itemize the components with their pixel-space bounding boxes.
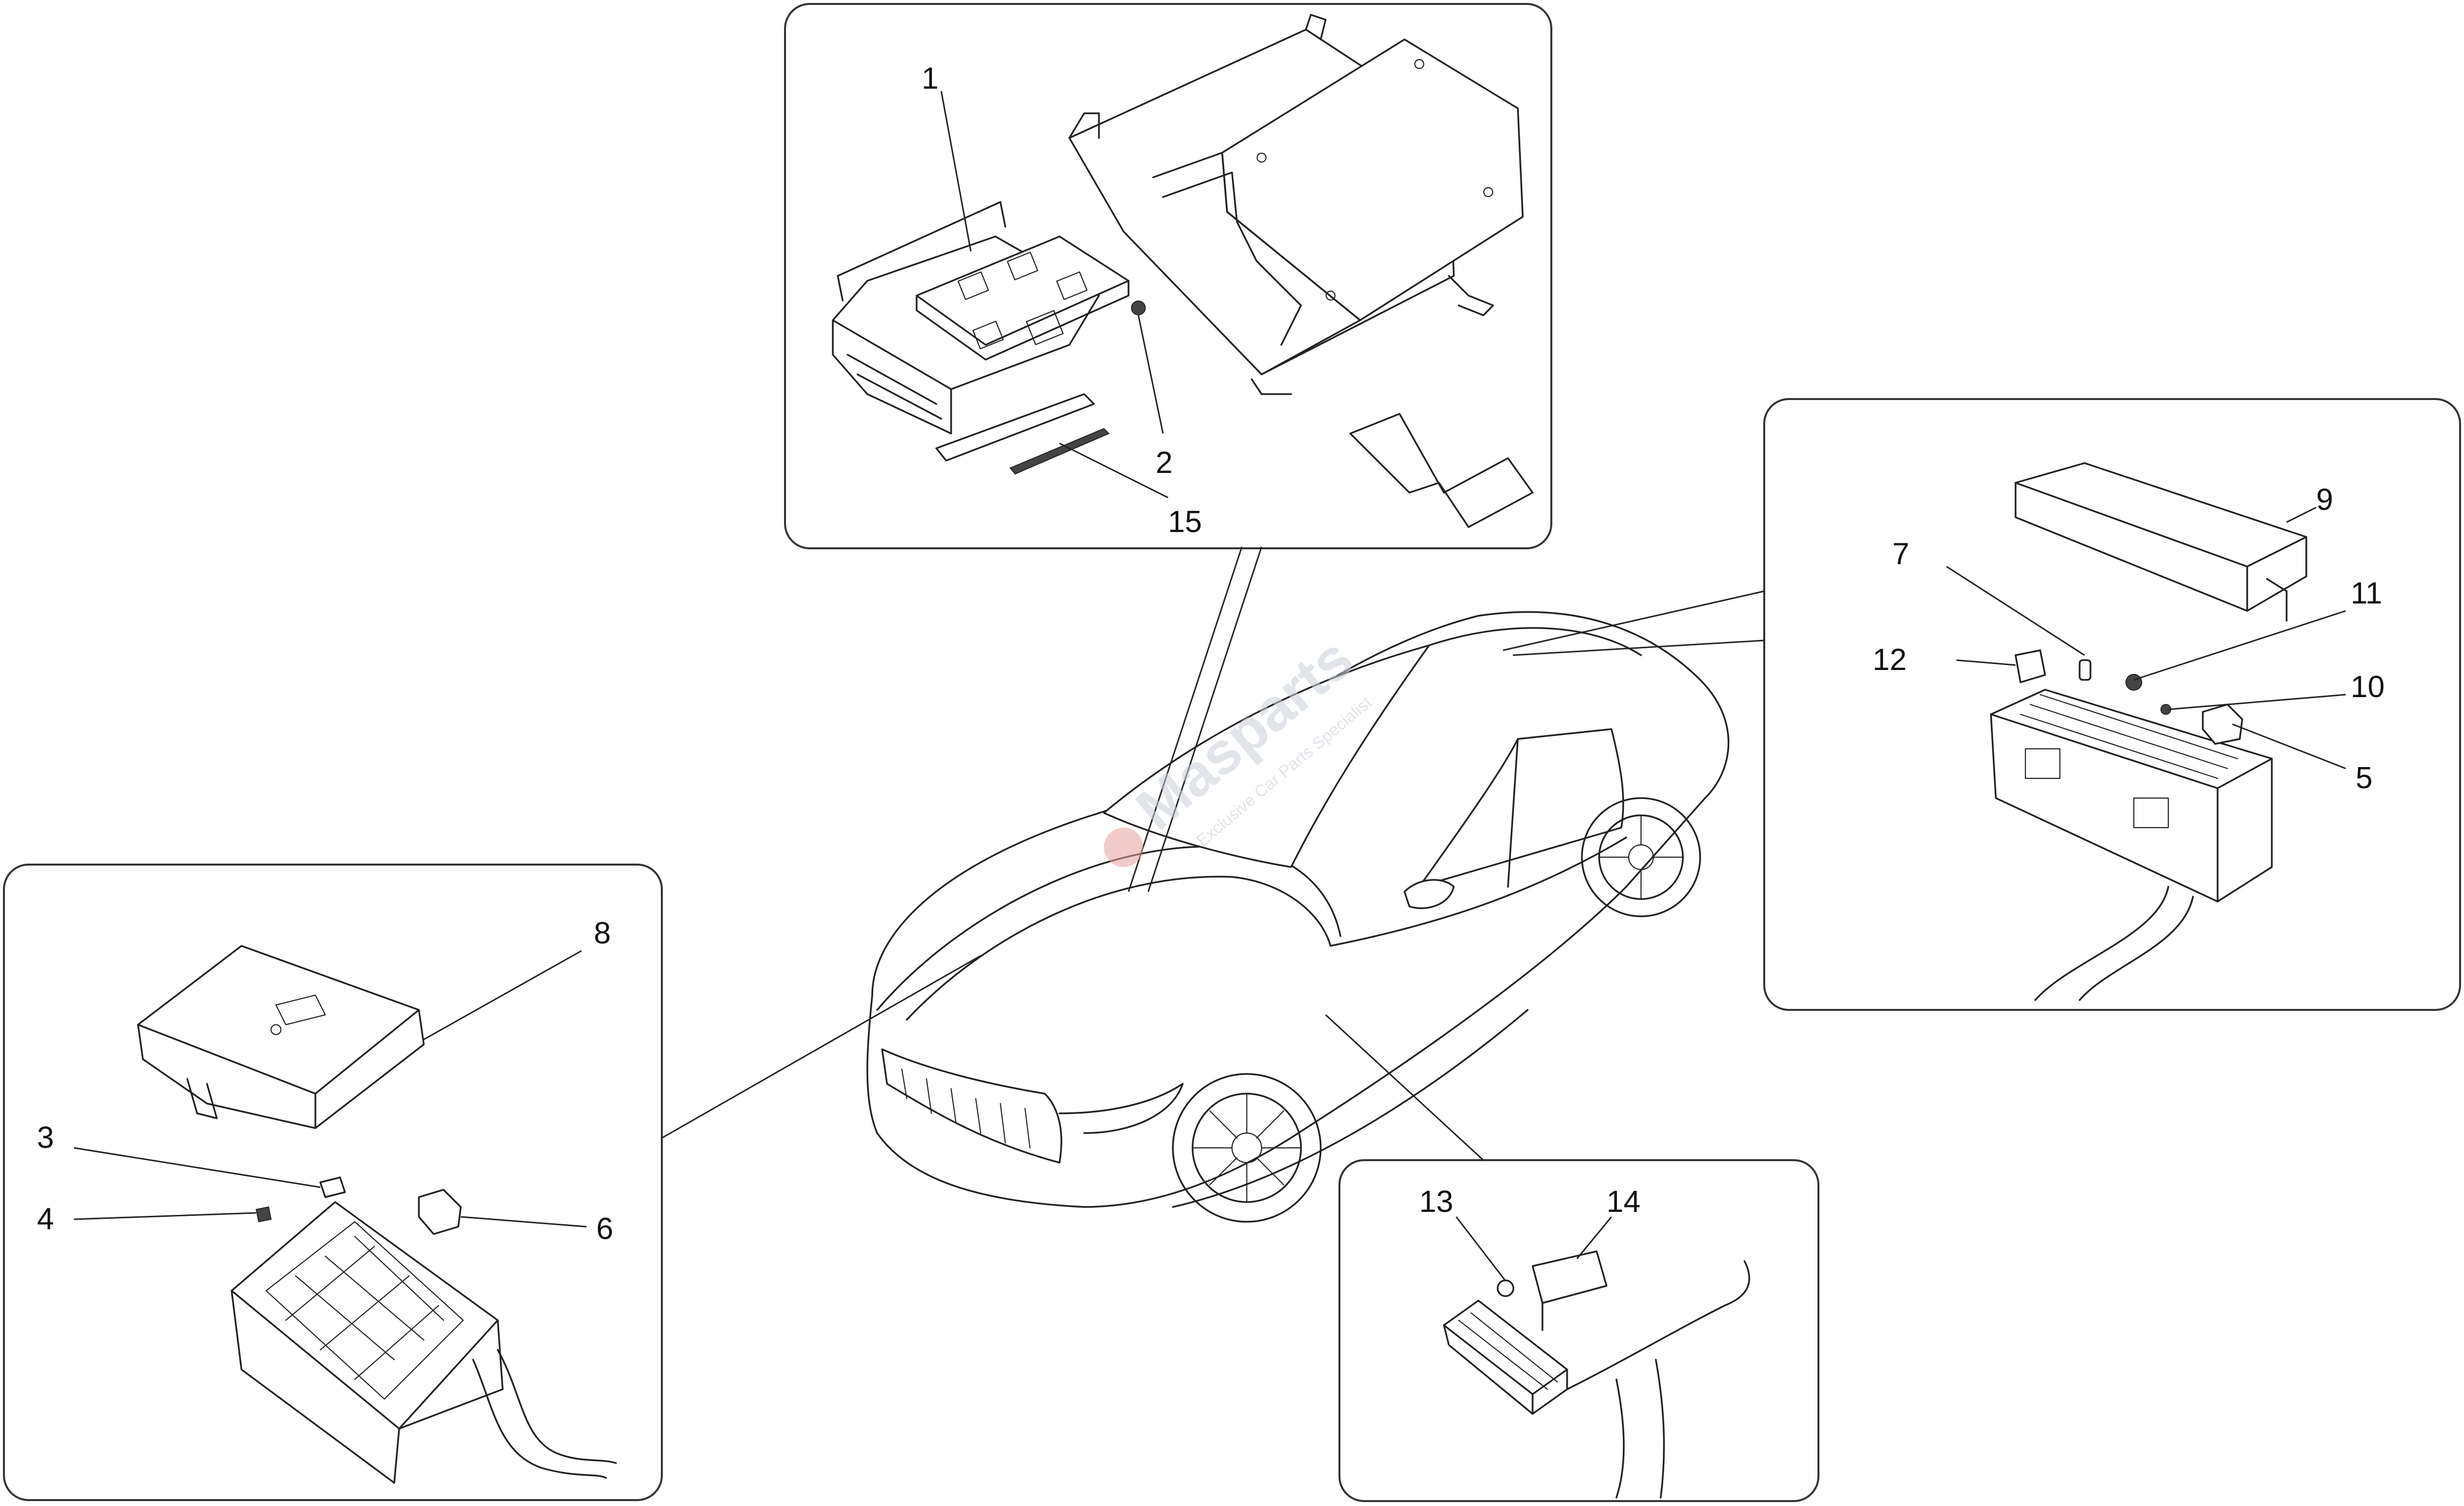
callout-11: 11 — [2351, 576, 2382, 610]
callout-4: 4 — [37, 1202, 54, 1236]
fuse-box-cover-front — [137, 945, 425, 1129]
callout-labels: 1 2 15 9 7 11 12 10 5 8 3 4 6 13 14 — [37, 62, 2385, 1246]
adhesive-strip — [935, 393, 1110, 475]
callout-14: 14 — [1607, 1185, 1641, 1219]
ecu-housing — [1068, 14, 1524, 395]
relay-6 — [418, 1189, 462, 1235]
fuse-3 — [319, 1176, 346, 1198]
callout-3: 3 — [37, 1121, 54, 1155]
direction-arrow-icon — [1349, 413, 1534, 528]
relay-12 — [2015, 649, 2046, 683]
callout-12: 12 — [1873, 643, 1907, 677]
fuse-box-body-front — [231, 1201, 617, 1484]
callout-10: 10 — [2351, 670, 2385, 704]
callout-2: 2 — [1156, 446, 1172, 480]
callout-1: 1 — [922, 62, 938, 96]
bracket-14 — [1532, 1250, 1608, 1331]
callout-6: 6 — [596, 1212, 613, 1246]
panel-engine-fuse-box — [3, 864, 663, 1501]
callout-8: 8 — [594, 916, 611, 950]
panel-rear-fuse-box — [1763, 398, 2461, 1011]
fuse-7 — [2079, 659, 2091, 681]
panel-connector — [1338, 1159, 1819, 1502]
fuse-11 — [2125, 674, 2142, 691]
callout-15: 15 — [1168, 505, 1202, 539]
fuse-4 — [255, 1206, 272, 1223]
panel-control-unit — [784, 3, 1552, 549]
callout-5: 5 — [2356, 761, 2372, 795]
connector-block — [1443, 1300, 1568, 1415]
callout-13: 13 — [1419, 1185, 1453, 1219]
fuse-box-body-rear — [1990, 689, 2273, 1001]
callout-7: 7 — [1892, 537, 1909, 571]
fuse-13 — [1497, 1279, 1514, 1297]
watermark-logo-icon — [1104, 828, 1143, 867]
callout-9: 9 — [2316, 483, 2333, 517]
car-illustration — [661, 546, 1765, 1223]
nut-part-2 — [1131, 301, 1146, 315]
fuse-box-cover-rear — [2015, 462, 2307, 622]
body-control-module — [916, 235, 1129, 361]
